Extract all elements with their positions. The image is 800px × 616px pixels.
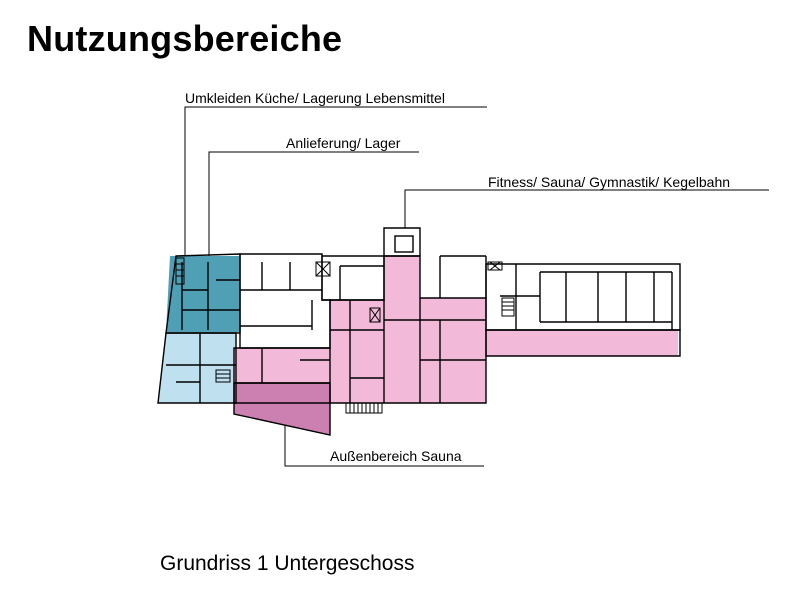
label-aussenbereich: Außenbereich Sauna bbox=[330, 448, 462, 464]
zone-aussenbereich bbox=[234, 383, 330, 435]
label-anlieferung: Anlieferung/ Lager bbox=[286, 135, 401, 151]
walls bbox=[157, 227, 681, 436]
zone-light-blue bbox=[158, 330, 236, 403]
leader-fitness bbox=[404, 189, 769, 228]
plan-caption: Grundriss 1 Untergeschoss bbox=[160, 552, 415, 575]
zone-dark-blue bbox=[166, 256, 240, 332]
stair-details bbox=[175, 257, 515, 414]
page-title: Nutzungsbereiche bbox=[27, 18, 343, 59]
leader-anlieferung bbox=[208, 151, 419, 262]
label-umkleiden: Umkleiden Küche/ Lagerung Lebensmittel bbox=[185, 90, 445, 106]
usage-zones bbox=[158, 256, 678, 435]
leader-umkleiden bbox=[184, 106, 487, 262]
zone-pink-wing bbox=[486, 330, 678, 356]
label-fitness: Fitness/ Sauna/ Gymnastik/ Kegelbahn bbox=[488, 174, 731, 190]
